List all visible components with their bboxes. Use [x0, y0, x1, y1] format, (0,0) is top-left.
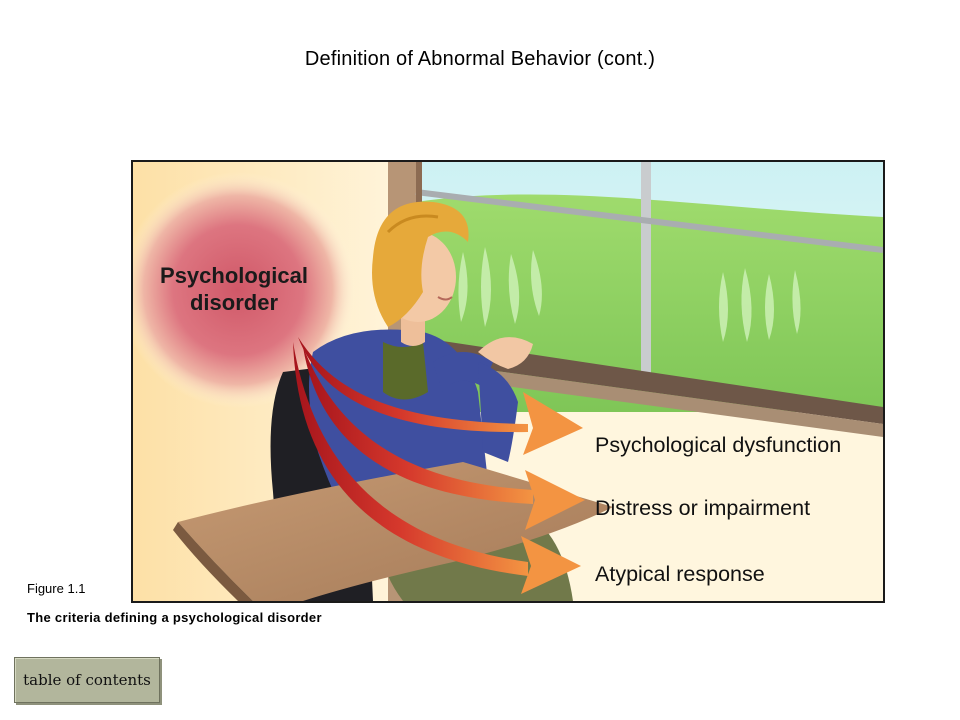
arrow-psychological-dysfunction: [298, 337, 583, 455]
criterion-label: Atypical response: [595, 562, 765, 586]
svg-text:disorder: disorder: [190, 290, 278, 315]
criteria-arrows: [293, 337, 585, 594]
arrow-atypical-response: [293, 342, 581, 594]
criteria-labels: Psychological dysfunction Distress or im…: [595, 433, 841, 586]
criterion-label: Psychological dysfunction: [595, 433, 841, 457]
criterion-label: Distress or impairment: [595, 496, 810, 520]
table-of-contents-label: table of contents: [23, 671, 151, 689]
disorder-halo: [133, 172, 356, 408]
illustration-svg: Psychological disorder Psychological dys…: [133, 162, 883, 601]
figure-number: Figure 1.1: [27, 581, 86, 596]
svg-text:Psychological: Psychological: [160, 263, 308, 288]
table-of-contents-button[interactable]: table of contents: [14, 657, 160, 703]
figure-illustration: Psychological disorder Psychological dys…: [131, 160, 885, 603]
arrow-distress-impairment: [303, 347, 585, 530]
slide-title: Definition of Abnormal Behavior (cont.): [304, 48, 656, 70]
source-label: Psychological disorder: [160, 263, 308, 315]
figure-caption: The criteria defining a psychological di…: [27, 610, 322, 625]
